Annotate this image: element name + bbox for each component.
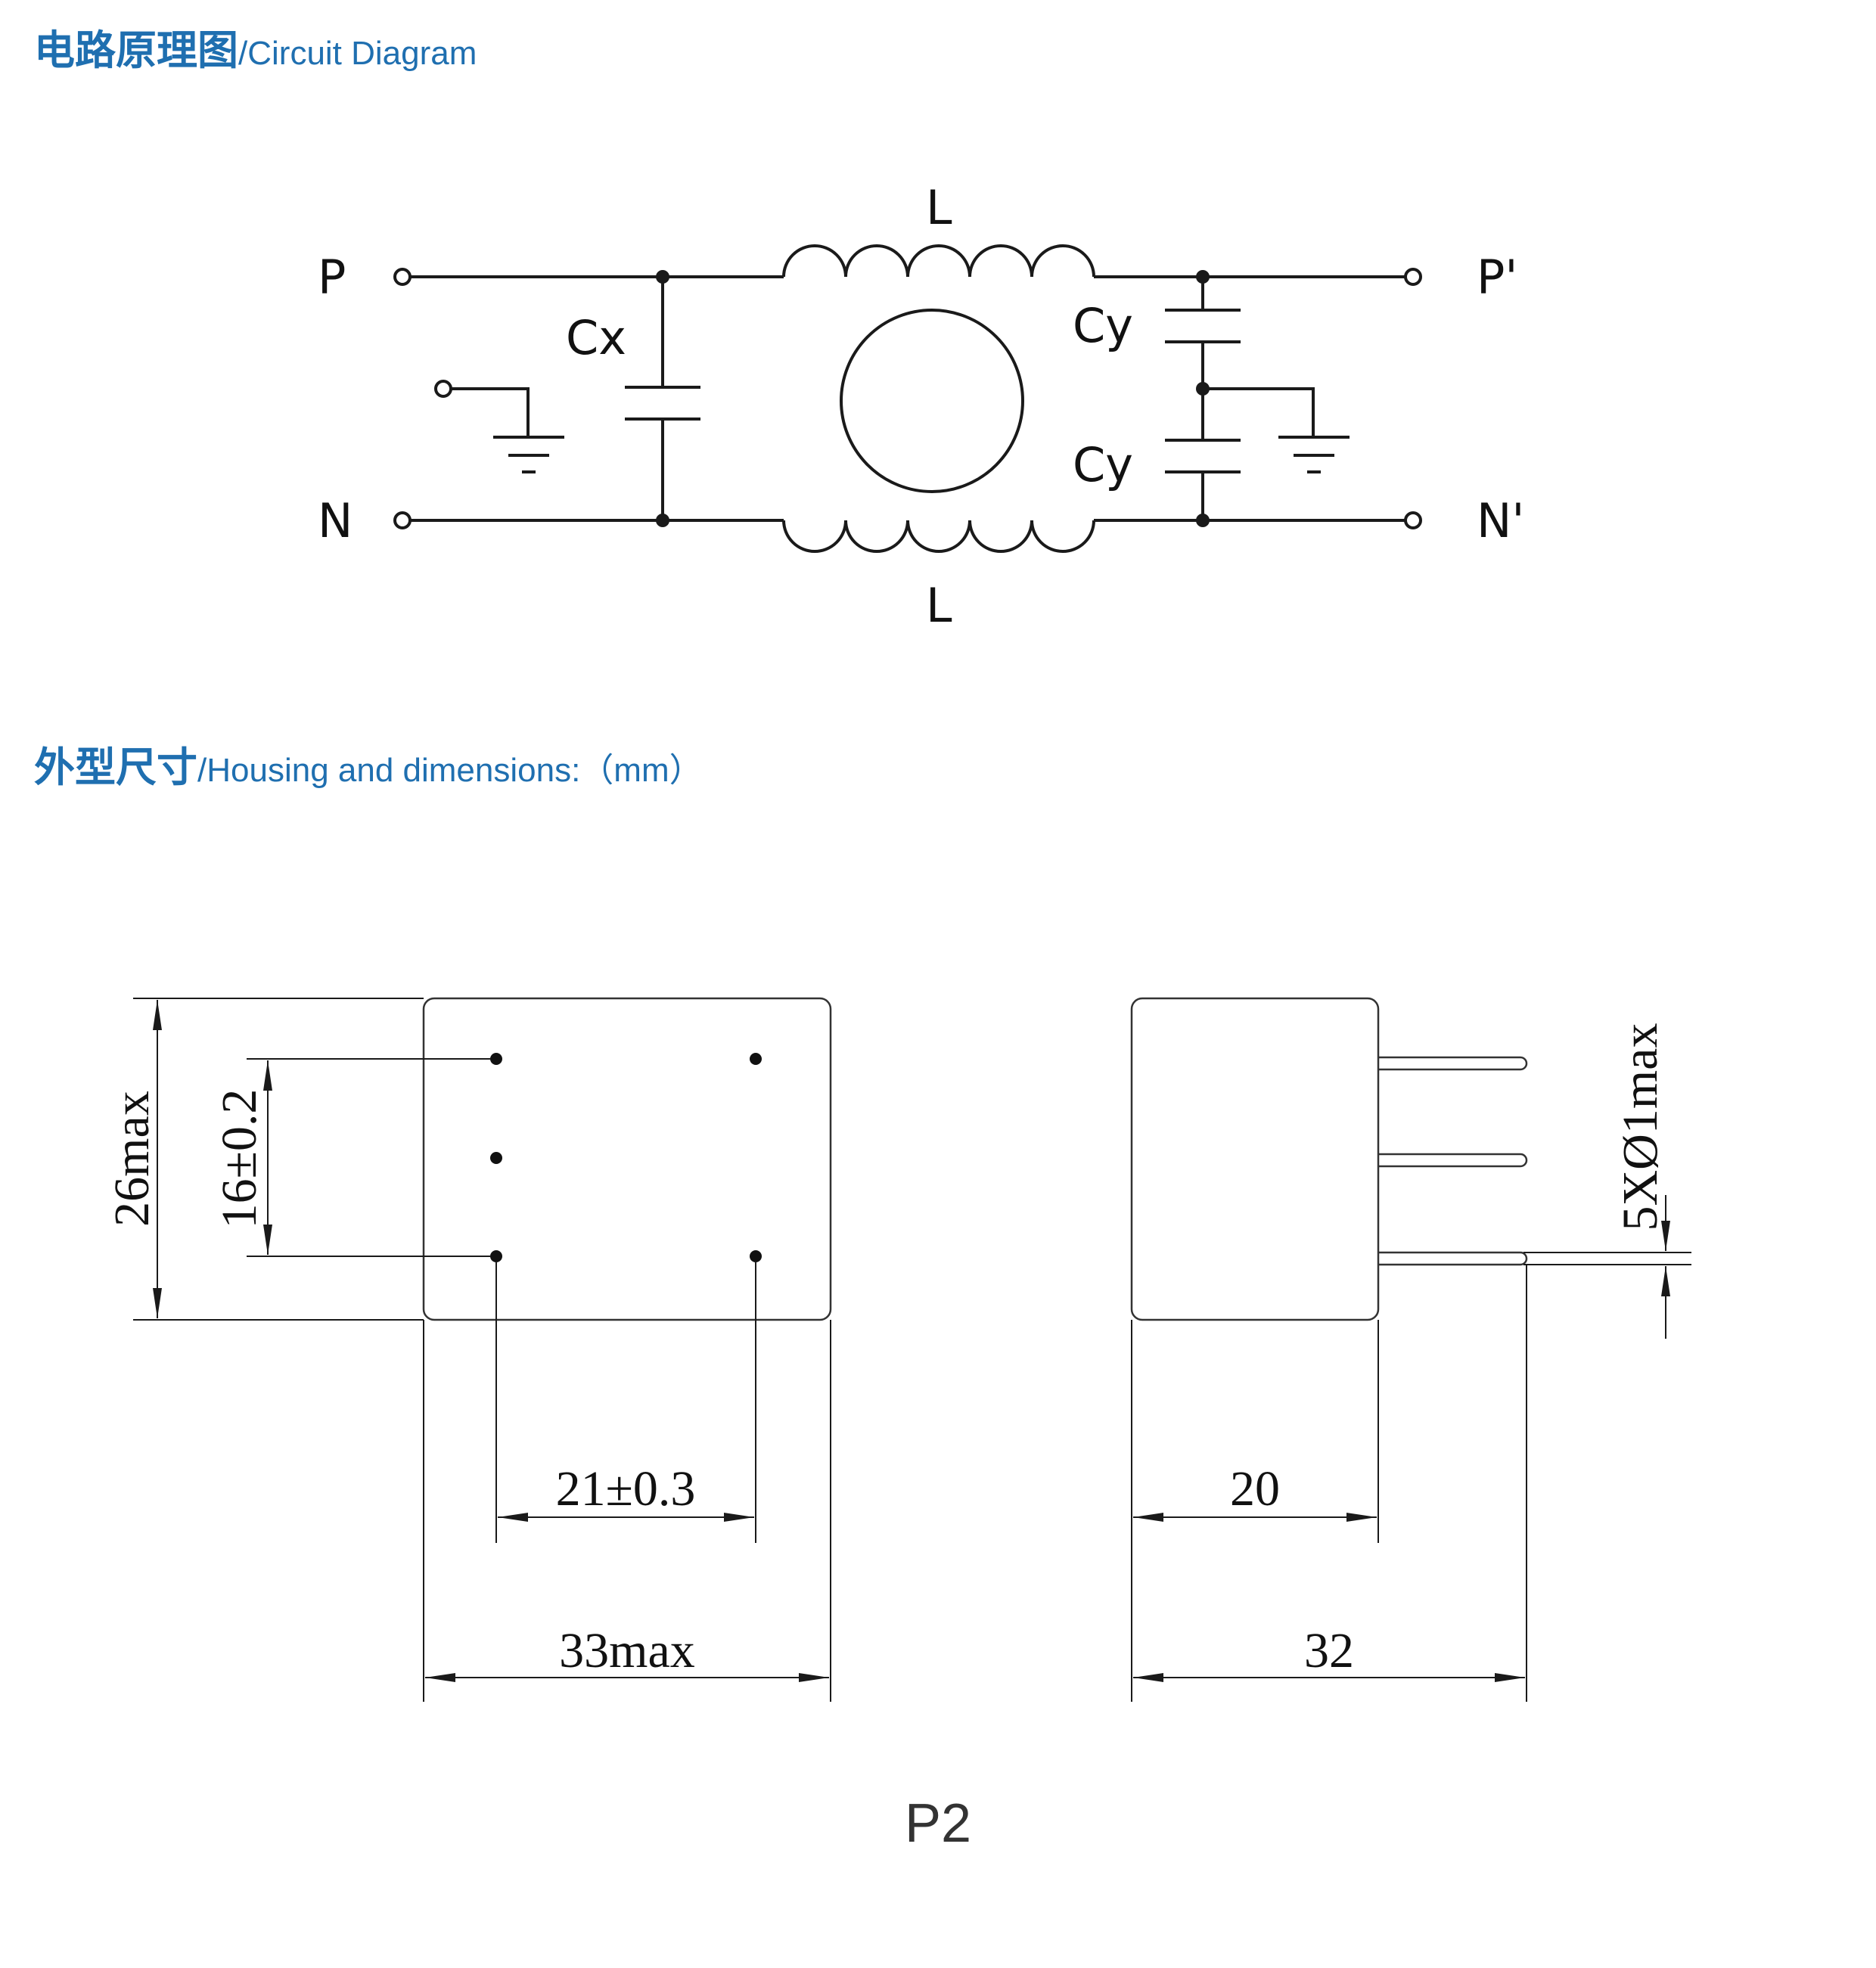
terminal-p-out — [1404, 268, 1422, 286]
pin — [490, 1250, 502, 1262]
model-caption: P2 — [904, 1793, 972, 1854]
label-n-out: N' — [1477, 493, 1524, 548]
housing-heading-sep: / — [197, 752, 207, 789]
terminal-n — [393, 511, 412, 529]
housing-heading: 外型尺寸/Housing and dimensions:（mm） — [34, 734, 703, 793]
pin — [750, 1250, 762, 1262]
junction — [1196, 270, 1210, 284]
housing-heading-cn: 外型尺寸 — [34, 743, 197, 791]
inductor-bottom — [782, 520, 1095, 553]
capacitors-cy — [1165, 277, 1241, 520]
junction — [656, 270, 669, 284]
label-p: P — [318, 250, 346, 305]
label-n: N — [318, 493, 353, 548]
extension-lines — [1131, 1320, 1379, 1702]
inductor-top — [782, 244, 1095, 278]
circuit-heading-sep: / — [238, 35, 248, 72]
junction — [1196, 514, 1210, 527]
terminal-n-out — [1404, 511, 1422, 529]
pin — [490, 1152, 502, 1164]
extension-lines — [1523, 1252, 1691, 1265]
dim-pin-pitch-vertical: 16±0.2 — [212, 1089, 267, 1229]
front-view: 26max 16±0.2 21±0.3 33max — [104, 997, 832, 1702]
capacitor-cx — [625, 277, 700, 520]
inductor-core — [840, 309, 1024, 493]
circuit-heading-en: Circuit Diagram — [247, 35, 477, 72]
side-view-housing — [1130, 997, 1380, 1321]
label-p-out: P' — [1477, 250, 1517, 305]
circuit-diagram: P N P' N' L L Cx Cy Cy — [318, 180, 1524, 633]
pin — [750, 1053, 762, 1065]
dim-overall-depth: 32 — [1304, 1623, 1354, 1678]
side-view: 5XØ1max 20 32 — [1130, 997, 1691, 1702]
label-cx: Cx — [566, 310, 626, 365]
junction — [656, 514, 669, 527]
housing-heading-en: Housing and dimensions:（mm） — [207, 752, 703, 789]
circuit-diagram-heading: 电路原理图/Circuit Diagram — [34, 17, 477, 76]
dim-pin-pitch-horizontal: 21±0.3 — [556, 1461, 696, 1516]
extension-lines — [423, 1320, 831, 1702]
pin-lead — [1378, 1153, 1528, 1168]
extension-lines — [247, 1058, 490, 1257]
dim-height: 26max — [104, 1091, 160, 1227]
terminal-p — [393, 268, 412, 286]
pin-lead — [1378, 1251, 1528, 1266]
front-view-housing — [422, 997, 832, 1321]
label-inductor-bottom: L — [926, 578, 952, 633]
extension-lines — [495, 1262, 756, 1543]
terminal-ground-input — [434, 380, 452, 398]
pin-lead — [1378, 1056, 1528, 1071]
label-cy-top: Cy — [1073, 298, 1133, 353]
dim-depth: 20 — [1230, 1461, 1280, 1516]
ground-left — [451, 387, 564, 473]
pin — [490, 1053, 502, 1065]
label-inductor-top: L — [926, 180, 952, 235]
ground-right — [1203, 387, 1350, 473]
dim-pin-diameter: 5XØ1max — [1613, 1023, 1668, 1231]
label-cy-bottom: Cy — [1073, 437, 1133, 492]
circuit-heading-cn: 电路原理图 — [34, 26, 238, 74]
dim-width: 33max — [559, 1623, 695, 1678]
extension-lines — [133, 998, 424, 1321]
